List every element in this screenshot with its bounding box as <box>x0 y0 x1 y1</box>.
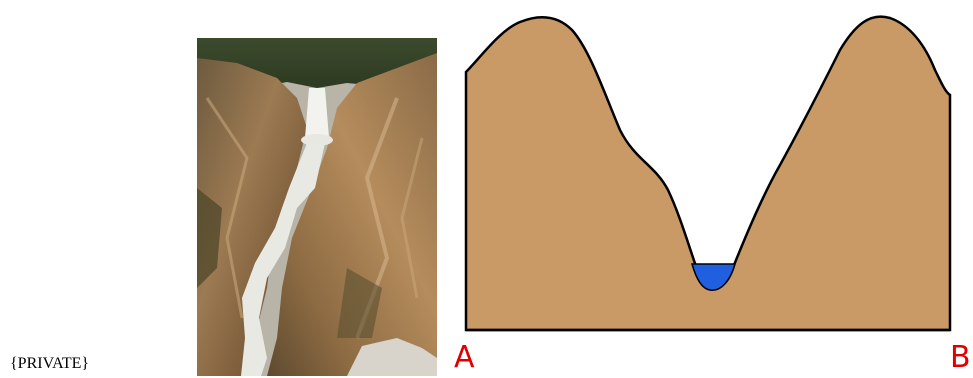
private-caption: {PRIVATE} <box>10 355 89 373</box>
canyon-waterfall-photo <box>197 38 437 376</box>
valley-cross-section-diagram: A B <box>440 0 973 378</box>
point-b-label: B <box>950 340 971 375</box>
point-a-label: A <box>454 340 475 375</box>
